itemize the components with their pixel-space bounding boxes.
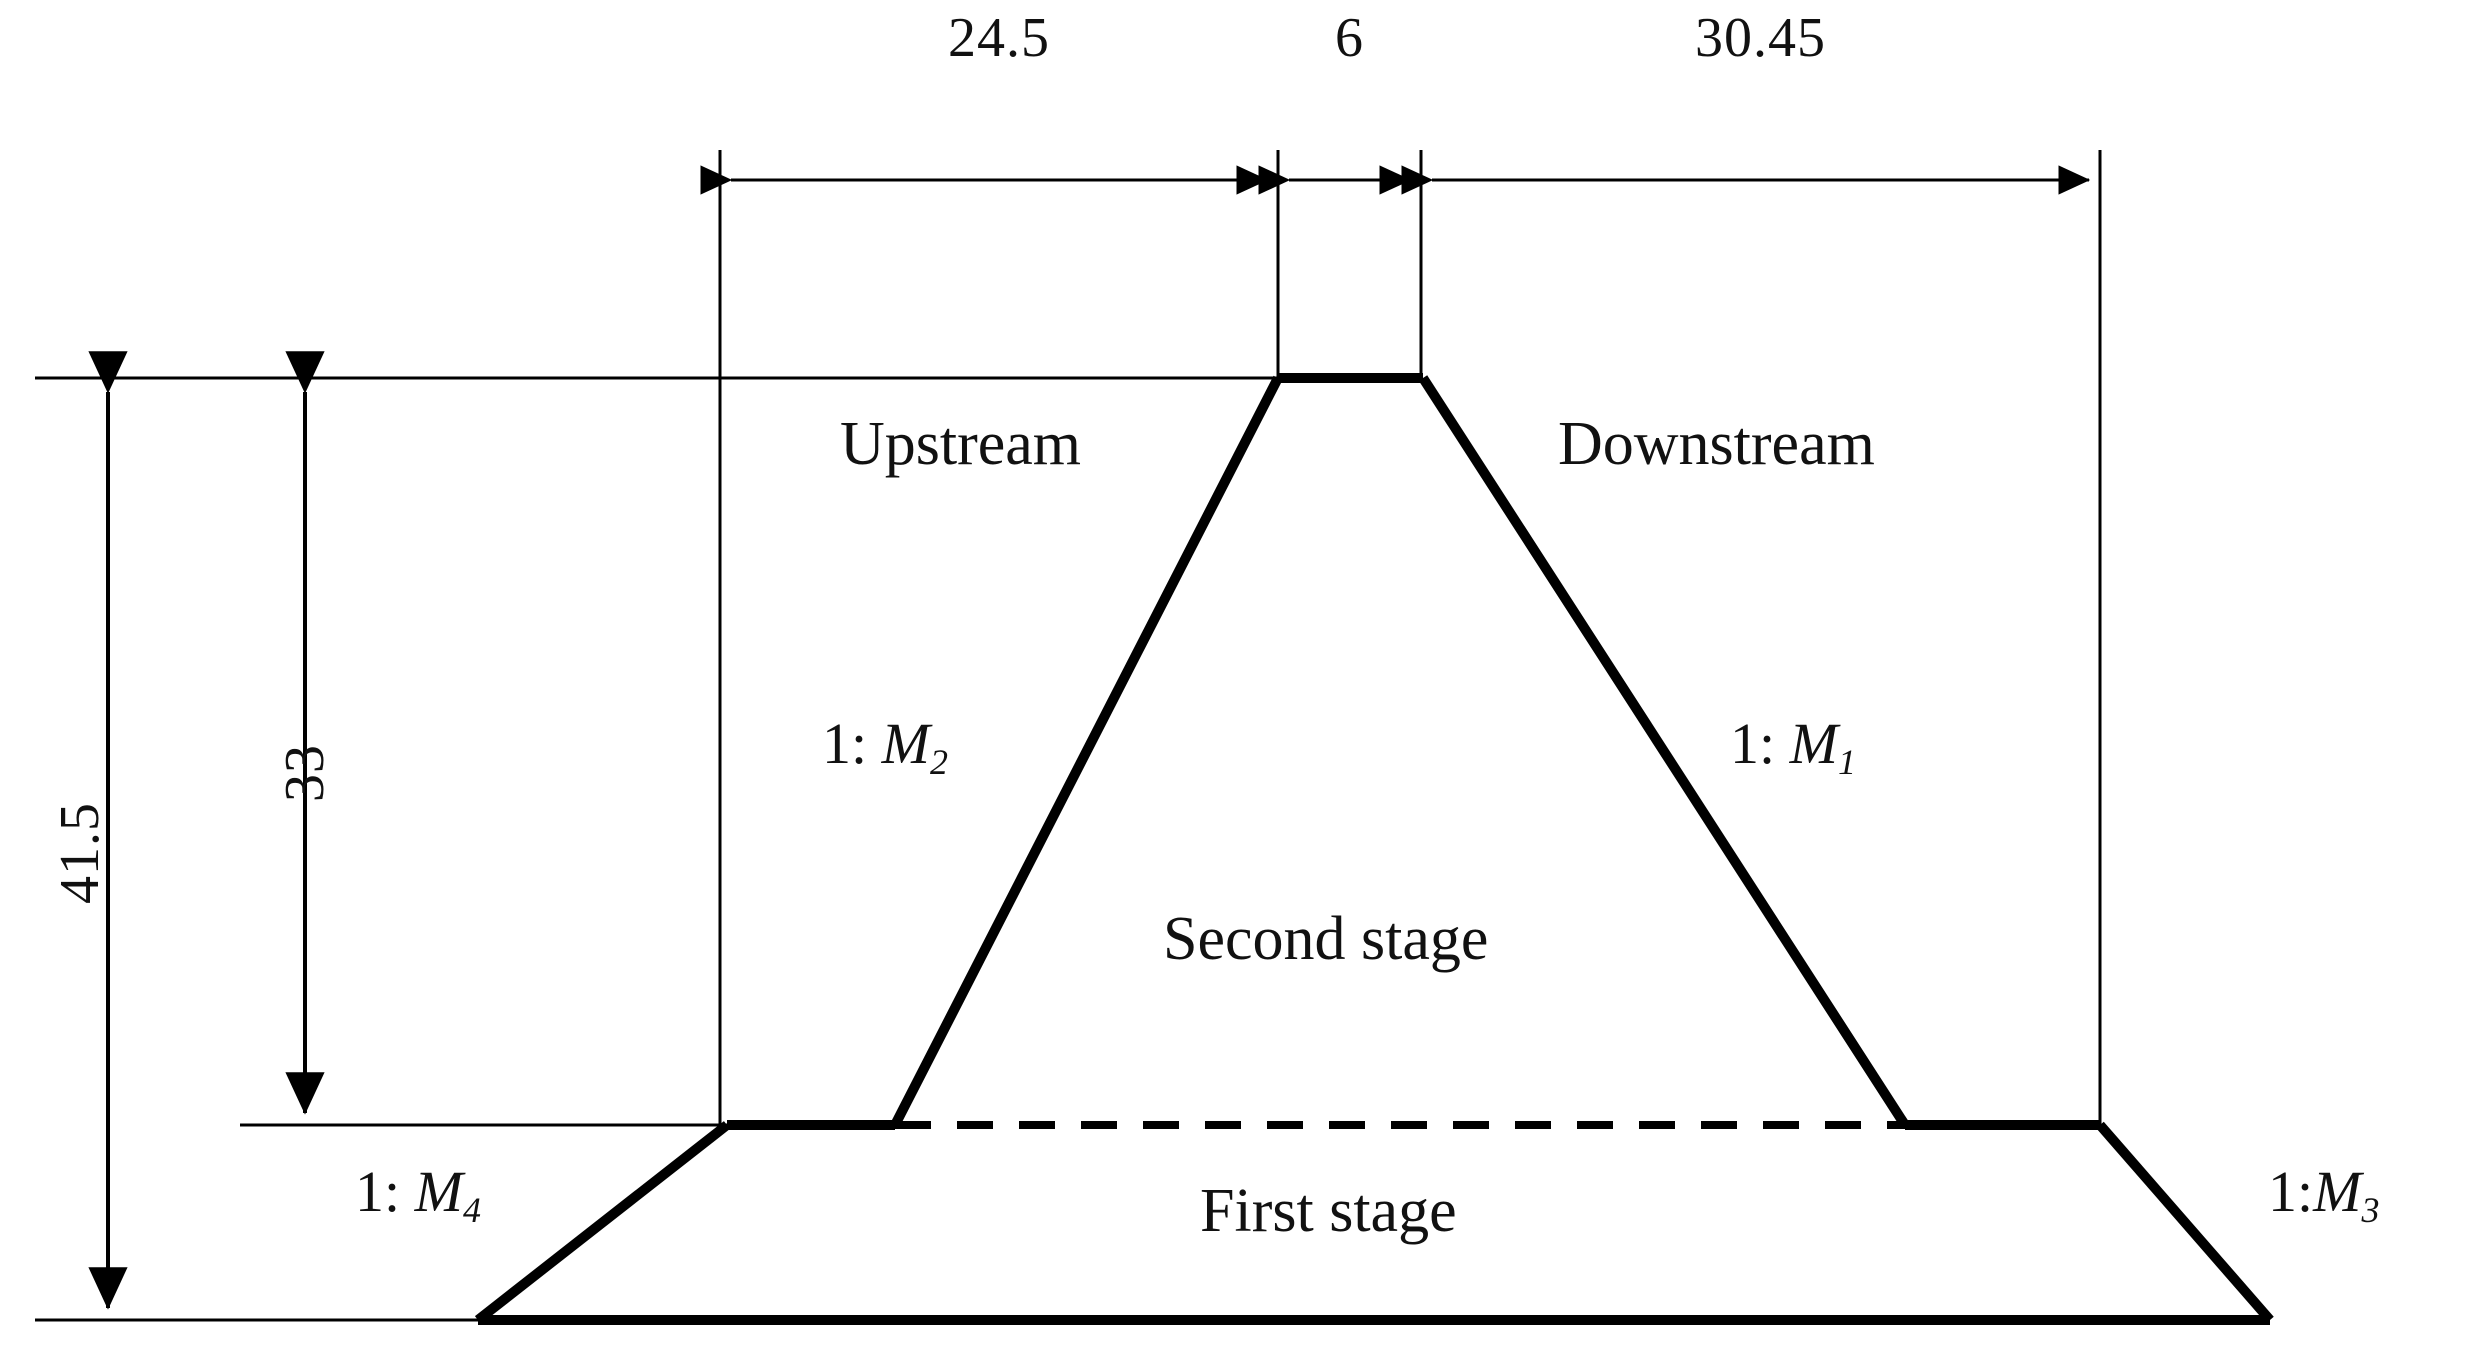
slope-label-m3: 1:M3 (2268, 1163, 2379, 1228)
slope-label-m1: 1: M1 (1730, 715, 1856, 780)
slope-symbol-m1: M (1789, 711, 1838, 776)
slope-label-m4: 1: M4 (355, 1163, 481, 1228)
slope-symbol-m2: M (881, 711, 930, 776)
label-second-stage: Second stage (1163, 905, 1489, 973)
label-first-stage: First stage (1200, 1177, 1457, 1245)
slope-subscript-m2: 2 (929, 741, 948, 782)
dimension-label-6: 6 (1335, 7, 1364, 69)
dimension-label-24-5: 24.5 (948, 7, 1050, 69)
upstream-slope-second-stage (890, 375, 1283, 1128)
dimension-label-33: 33 (274, 744, 336, 802)
slope-subscript-m3: 3 (2361, 1189, 2380, 1230)
dimension-label-30-45: 30.45 (1695, 7, 1826, 69)
first-stage-outline (474, 1120, 2274, 1325)
dimension-label-41-5: 41.5 (49, 802, 111, 904)
slope-prefix-m2: 1: (822, 711, 882, 776)
slope-prefix-m3: 1: (2268, 1159, 2314, 1224)
downstream-slope-second-stage (1418, 375, 1910, 1128)
second-stage-outline (890, 373, 1910, 1128)
downstream-slope-first-stage (2096, 1121, 2274, 1324)
slope-prefix-m1: 1: (1730, 711, 1790, 776)
reference-levels (35, 376, 1278, 1322)
slope-subscript-m4: 4 (462, 1189, 481, 1230)
slope-label-m2: 1: M2 (822, 715, 948, 780)
label-upstream: Upstream (840, 410, 1082, 478)
slope-symbol-m3: M (2313, 1159, 2362, 1224)
slope-prefix-m4: 1: (355, 1159, 415, 1224)
slope-symbol-m4: M (414, 1159, 463, 1224)
slope-subscript-m1: 1 (1837, 741, 1856, 782)
label-downstream: Downstream (1558, 410, 1875, 478)
upstream-slope-first-stage (474, 1121, 731, 1324)
extension-lines (718, 150, 2102, 1125)
vertical-dimension-lines (88, 351, 325, 1310)
